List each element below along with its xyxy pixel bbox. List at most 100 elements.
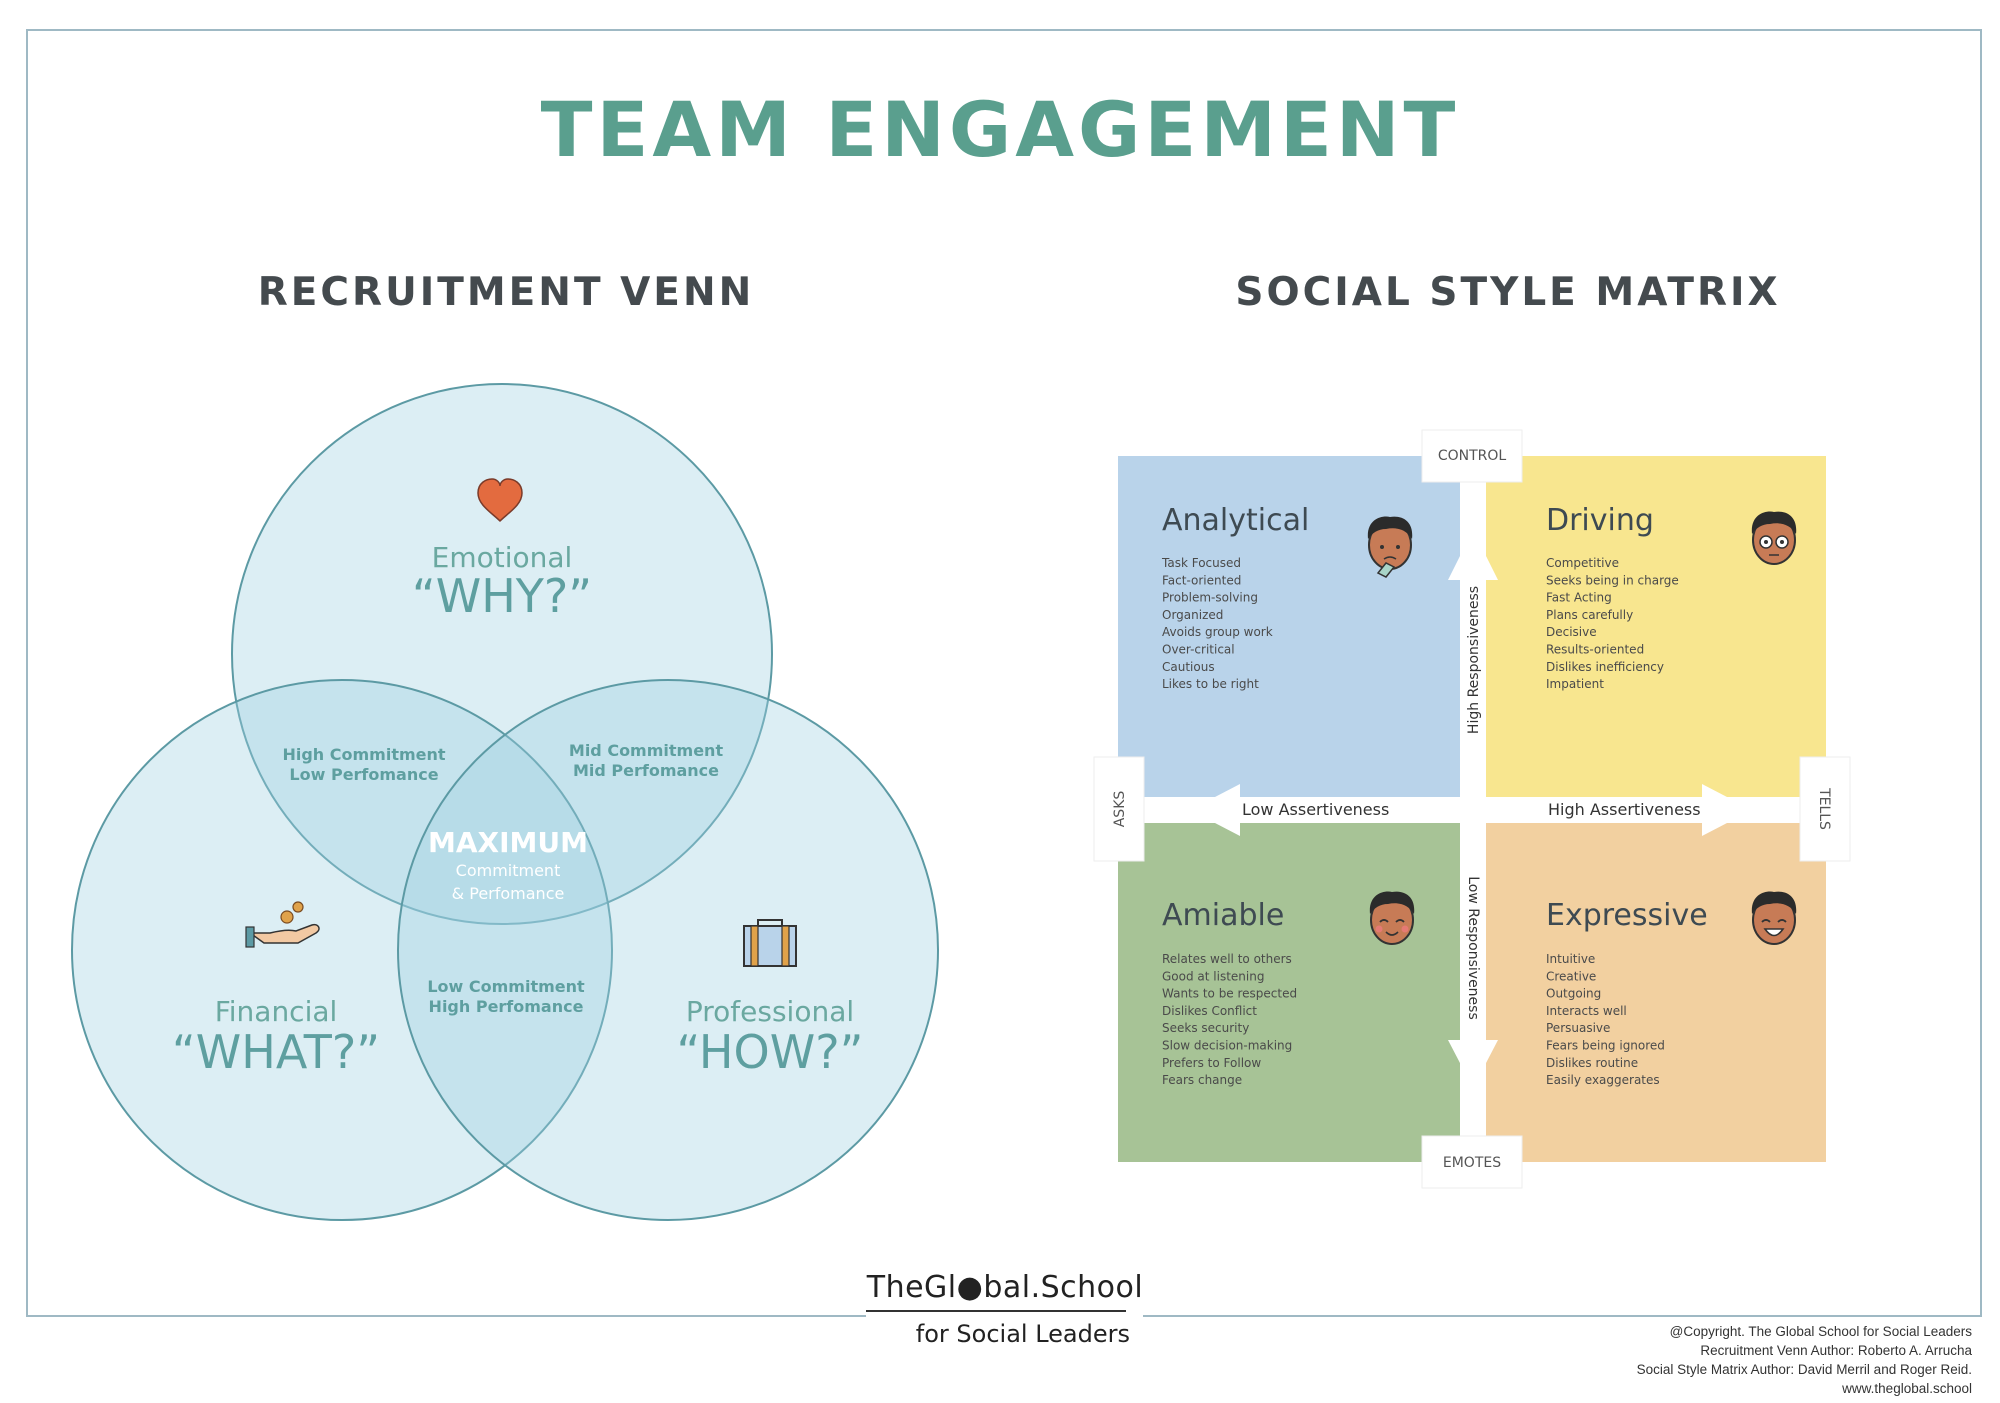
frame-border-right <box>1980 29 1982 1315</box>
trait-item: Competitive <box>1546 556 1619 570</box>
face-icon-driving <box>1751 511 1797 565</box>
logo-wordmark: TheGl●bal.School <box>866 1270 1144 1305</box>
overlap-financial-professional-line2: High Perfomance <box>429 997 584 1016</box>
venn-circle-financial <box>71 679 613 1221</box>
venn-circle-professional <box>397 679 939 1221</box>
venn-financial-label: Financial <box>215 995 338 1028</box>
venn-center-title: MAXIMUM <box>428 826 588 859</box>
trait-item: Dislikes Conflict <box>1162 1004 1257 1018</box>
credit-copyright: @Copyright. The Global School for Social… <box>1669 1324 1972 1339</box>
frame-border-top <box>26 29 1982 31</box>
trait-item: Intuitive <box>1546 952 1595 966</box>
edge-box-asks <box>1093 756 1145 862</box>
trait-item: Outgoing <box>1546 987 1601 1001</box>
arrow-up-head <box>1448 530 1498 580</box>
logo-tagline: for Social Leaders <box>915 1320 1130 1348</box>
venn-professional-question: “HOW?” <box>677 1025 864 1079</box>
edge-label-tells: TELLS <box>1816 787 1832 830</box>
trait-item: Impatient <box>1546 677 1604 691</box>
trait-item: Dislikes inefficiency <box>1546 660 1664 674</box>
frame-border-bottom-right <box>1143 1315 1982 1317</box>
trait-item: Interacts well <box>1546 1004 1627 1018</box>
trait-item: Problem-solving <box>1162 591 1258 605</box>
trait-item: Organized <box>1162 608 1223 622</box>
venn-emotional-question: “WHY?” <box>412 569 592 623</box>
face-icon-amiable <box>1369 891 1415 945</box>
trait-list-analytical: Task FocusedFact-orientedProblem-solving… <box>1161 556 1273 691</box>
axis-label-high-assertiveness: High Assertiveness <box>1548 800 1701 819</box>
quadrant-name-amiable: Amiable <box>1162 898 1284 933</box>
credits-block: @Copyright. The Global School for Social… <box>1332 1322 1972 1398</box>
logo-underline <box>866 1310 1126 1312</box>
trait-item: Plans carefully <box>1546 608 1633 622</box>
trait-item: Dislikes routine <box>1546 1056 1638 1070</box>
arrow-down-head <box>1448 1040 1498 1088</box>
trait-item: Easily exaggerates <box>1546 1073 1660 1087</box>
trait-item: Prefers to Follow <box>1162 1056 1261 1070</box>
arrow-left-head <box>1190 784 1240 836</box>
overlap-emotional-financial-line1: High Commitment <box>282 745 445 764</box>
face-icon-analytical <box>1367 516 1413 578</box>
axis-label-low-assertiveness: Low Assertiveness <box>1242 800 1389 819</box>
trait-item: Fact-oriented <box>1162 573 1241 587</box>
recruitment-venn-diagram: Emotional “WHY?” Financial “WHAT?” Profe… <box>71 383 939 1221</box>
social-style-matrix: High Responsiveness Low Responsiveness L… <box>1093 429 1851 1189</box>
trait-item: Task Focused <box>1161 556 1241 570</box>
trait-item: Fast Acting <box>1546 591 1612 605</box>
face-icon-expressive <box>1751 891 1797 945</box>
trait-item: Relates well to others <box>1162 952 1292 966</box>
frame-border-left <box>26 29 28 1315</box>
venn-center-line2: Commitment <box>456 861 561 880</box>
quadrant-amiable <box>1118 809 1472 1162</box>
trait-item: Results-oriented <box>1546 643 1644 657</box>
trait-item: Seeks being in charge <box>1546 573 1679 587</box>
overlap-emotional-financial-line2: Low Perfomance <box>289 765 438 784</box>
edge-label-control: CONTROL <box>1438 448 1507 464</box>
venn-financial-question: “WHAT?” <box>172 1025 380 1079</box>
hand-coins-icon <box>245 901 320 948</box>
venn-professional-label: Professional <box>686 995 854 1028</box>
credit-website[interactable]: www.theglobal.school <box>1842 1381 1972 1396</box>
heart-icon <box>477 478 523 523</box>
trait-item: Good at listening <box>1162 969 1264 983</box>
edge-label-emotes: EMOTES <box>1443 1155 1501 1171</box>
matrix-title: SOCIAL STYLE MATRIX <box>1235 270 1781 315</box>
edge-label-asks: ASKS <box>1112 791 1128 828</box>
trait-item: Cautious <box>1162 660 1215 674</box>
quadrant-name-driving: Driving <box>1546 503 1654 538</box>
trait-item: Fears change <box>1162 1073 1242 1087</box>
axis-label-high-responsiveness: High Responsiveness <box>1466 586 1482 734</box>
trait-item: Creative <box>1546 969 1596 983</box>
axis-label-low-responsiveness: Low Responsiveness <box>1465 876 1481 1020</box>
briefcase-icon <box>743 919 797 967</box>
venn-center-line3: & Perfomance <box>452 884 565 903</box>
venn-circle-emotional <box>231 383 773 925</box>
venn-title: RECRUITMENT VENN <box>257 270 755 315</box>
arrow-right-head <box>1702 784 1752 836</box>
trait-item: Seeks security <box>1162 1021 1249 1035</box>
quadrant-name-expressive: Expressive <box>1546 898 1708 933</box>
quadrant-analytical <box>1118 456 1472 809</box>
edge-box-emotes <box>1421 1135 1523 1189</box>
edge-box-tells <box>1799 756 1851 862</box>
trait-item: Wants to be respected <box>1162 987 1297 1001</box>
trait-item: Decisive <box>1546 625 1597 639</box>
trait-item: Fears being ignored <box>1546 1039 1665 1053</box>
trait-item: Over-critical <box>1162 643 1235 657</box>
edge-box-control <box>1421 429 1523 483</box>
trait-item: Persuasive <box>1546 1021 1610 1035</box>
quadrant-name-analytical: Analytical <box>1162 503 1309 538</box>
overlap-emotional-professional-line1: Mid Commitment <box>569 741 724 760</box>
trait-item: Slow decision-making <box>1162 1039 1292 1053</box>
credit-venn-author: Recruitment Venn Author: Roberto A. Arru… <box>1700 1343 1972 1358</box>
frame-border-bottom-left <box>26 1315 866 1317</box>
trait-item: Avoids group work <box>1162 625 1273 639</box>
venn-emotional-label: Emotional <box>432 541 573 574</box>
page-title: TEAM ENGAGEMENT <box>540 85 1460 174</box>
quadrant-expressive <box>1472 809 1826 1162</box>
credit-matrix-author: Social Style Matrix Author: David Merril… <box>1636 1362 1972 1377</box>
